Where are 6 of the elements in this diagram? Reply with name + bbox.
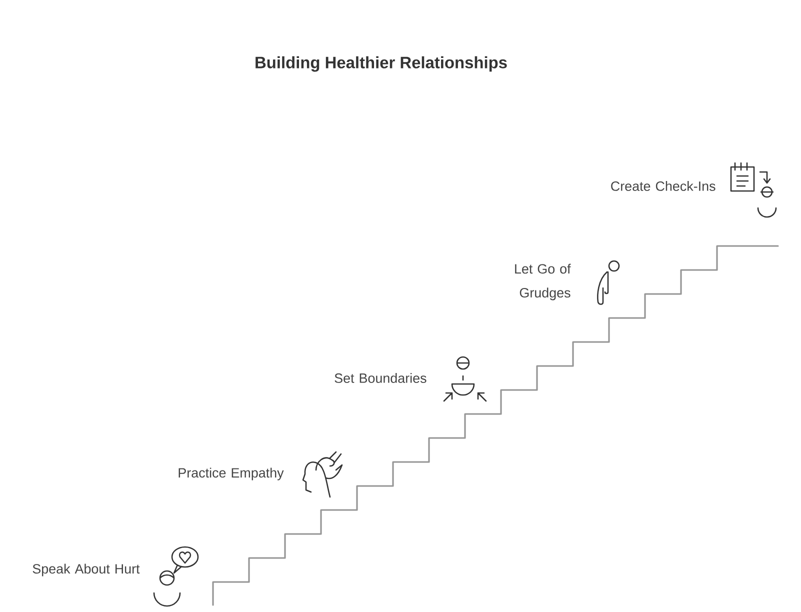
title: Building Healthier Relationships [256,56,507,72]
step-label: Practice Empathy [178,468,284,480]
step-label: Speak About Hurt [32,564,140,576]
step-label: Create Check-Ins [611,181,716,191]
step-label: Let Go of Grudges [515,264,571,300]
step-label: Set Boundaries [334,373,426,383]
